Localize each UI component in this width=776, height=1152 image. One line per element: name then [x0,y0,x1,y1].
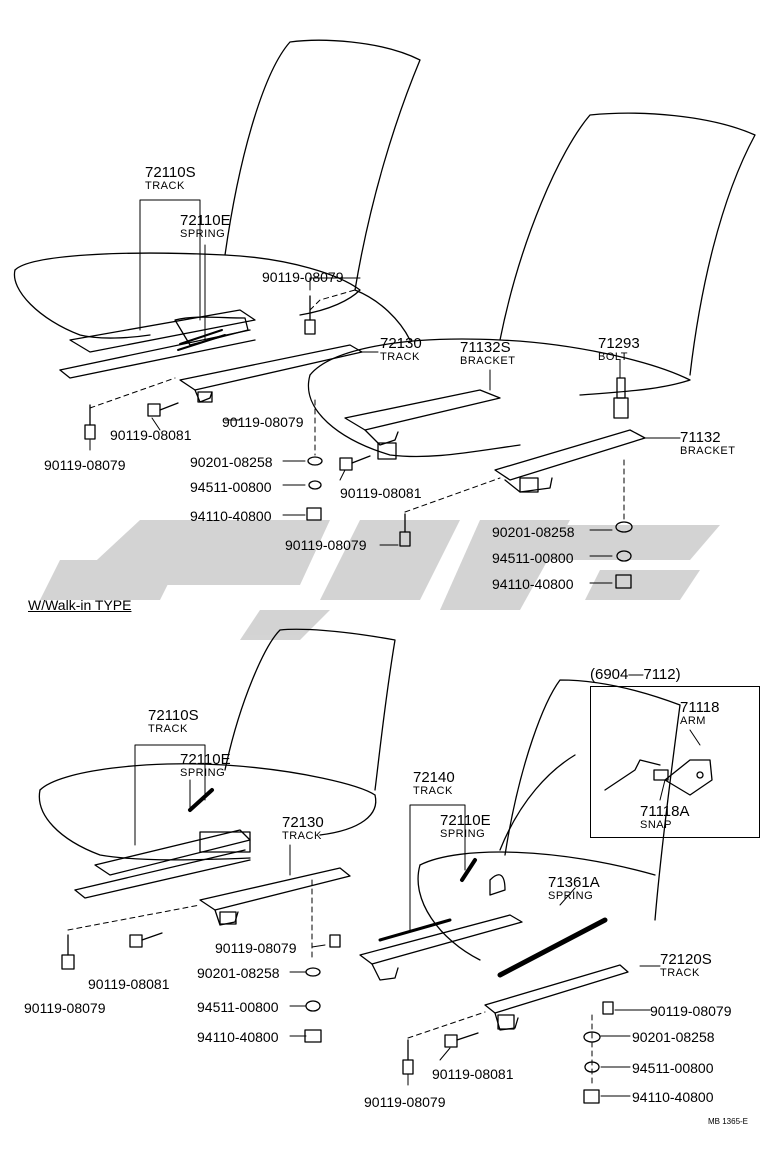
part-number-label: 71118A [640,803,690,820]
part-number-label: 72110S [148,707,199,724]
track-72140-bottom [359,914,523,981]
spring-71361A [497,917,608,978]
track-72130-bottom [199,867,351,926]
part-number-label: 90119-08081 [432,1066,514,1082]
part-number-label: 90201-08258 [190,454,273,470]
part-name-label: TRACK [145,180,185,192]
spring-72110E-bottom-right [460,858,506,896]
front-seat-outline-top [307,112,756,458]
part-number-label: 90201-08258 [492,524,575,540]
part-number-label: 72110E [180,212,231,229]
section-label-walk-in: W/Walk-in TYPE [28,597,132,613]
part-number-label: 72140 [413,769,455,786]
part-number-label: 72120S [660,951,712,968]
leader-lines-top [89,199,681,584]
rear-seat-outline-bottom [38,628,396,861]
track-72120S [484,964,629,1031]
part-name-label: TRACK [660,967,700,979]
part-number-label: 71132S [460,339,511,356]
part-number-label: 90119-08079 [222,414,304,430]
bracket-71132 [494,429,646,493]
part-name-label: TRACK [380,351,420,363]
inset-date-range: (6904—7112) [590,666,681,683]
part-number-label: 90119-08079 [285,537,367,553]
watermark-logo [40,520,720,640]
part-number-label: 71293 [598,335,640,352]
part-number-label: 90119-08079 [262,269,344,285]
part-name-label: TRACK [282,830,322,842]
part-name-label: SPRING [440,828,486,840]
dashed-links-bottom [67,879,593,1086]
part-number-label: 71132 [680,429,721,446]
part-number-label: 72110S [145,164,196,181]
bolt-71293 [613,377,629,419]
part-name-label: BRACKET [460,355,516,367]
part-name-label: BOLT [598,351,628,363]
part-number-label: 72110E [180,751,231,768]
track-assembly-72110S [59,309,256,379]
part-name-label: SPRING [180,767,226,779]
inset-arm-snap [604,759,713,796]
part-number-label: 90119-08081 [88,976,170,992]
leader-lines-bottom [134,729,701,1097]
part-number-label: 94511-00800 [632,1060,714,1076]
part-number-label: 94110-40800 [190,508,272,524]
part-number-label: 90119-08079 [215,940,297,956]
dashed-links-top [89,289,625,521]
bracket-71132S [344,389,501,460]
part-name-label: SNAP [640,819,672,831]
diagram-reference-code: MB 1365-E [708,1117,749,1126]
front-seat-outline-bottom [417,679,681,961]
part-number-label: 90119-08079 [650,1003,732,1019]
part-number-label: 90119-08079 [24,1000,106,1016]
part-number-label: 72130 [380,335,422,352]
part-number-label: 94511-00800 [492,550,574,566]
track-72130 [179,344,363,403]
part-name-label: TRACK [148,723,188,735]
part-name-label: SPRING [180,228,226,240]
part-number-label: 90119-08079 [364,1094,446,1110]
part-name-label: ARM [680,715,706,727]
part-number-label: 90201-08258 [197,965,280,981]
part-number-label: 90119-08079 [44,457,126,473]
part-number-label: 90119-08081 [110,427,192,443]
part-name-label: SPRING [548,890,594,902]
part-number-label: 72110E [440,812,491,829]
part-number-label: 94110-40800 [632,1089,714,1105]
part-number-label: 90119-08081 [340,485,422,501]
part-number-label: 94511-00800 [190,479,272,495]
rear-seat-outline-top [13,39,421,341]
part-number-label: 94110-40800 [197,1029,279,1045]
part-number-label: 71118 [680,699,720,716]
part-number-label: 94110-40800 [492,576,574,592]
part-number-label: 90201-08258 [632,1029,715,1045]
part-name-label: TRACK [413,785,453,797]
part-name-label: BRACKET [680,445,736,457]
track-assembly-72110S-bottom [74,829,251,899]
spring-72110E-bottom-left [188,788,214,812]
part-number-label: 71361A [548,874,600,891]
inset-box [590,686,760,838]
part-number-label: 94511-00800 [197,999,279,1015]
part-number-label: 72130 [282,814,324,831]
